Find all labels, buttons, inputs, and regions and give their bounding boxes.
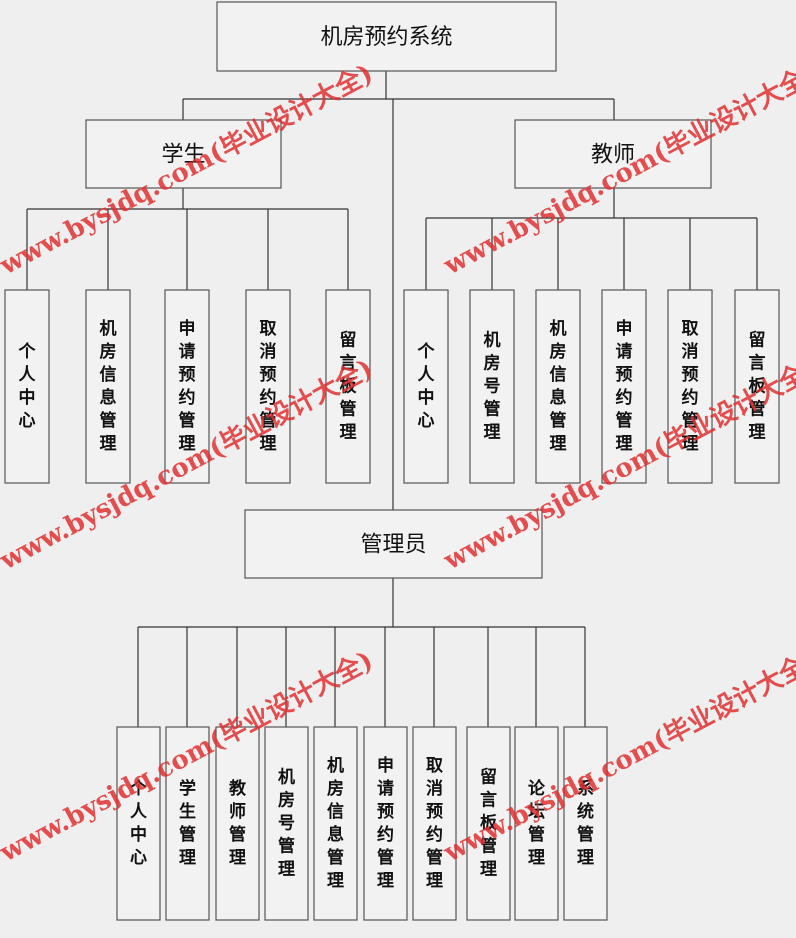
admin-leaf-label: 机房信息管理 [327,755,344,891]
admin-leaf-label: 系统管理 [577,779,594,868]
root-node: 机房预约系统 [216,1,557,72]
student-leaf: 留言板管理 [325,289,371,484]
admin-leaf: 学生管理 [165,726,210,921]
admin-leaf-box [563,726,608,921]
teacher-node: 教师 [514,119,712,189]
student-leaf-label: 申请预约管理 [179,318,196,454]
student-node: 学生 [85,119,282,189]
student-leaf: 个人中心 [4,289,50,484]
teacher-leaf: 机房号管理 [469,289,515,484]
admin-leaf-label: 留言板管理 [480,767,498,880]
admin-leaf-label: 论坛管理 [528,778,546,868]
teacher-leaf-label: 机房号管理 [484,330,501,443]
admin-node-label: 管理员 [360,533,426,558]
teacher-leaf: 申请预约管理 [601,289,647,484]
student-leaf: 取消预约管理 [245,289,291,484]
student-leaf: 申请预约管理 [164,289,210,484]
student-leaf-label: 机房信息管理 [100,318,117,454]
teacher-node-box [514,119,712,189]
teacher-leaf-label: 留言板管理 [749,330,767,443]
teacher-leaf-box [469,289,515,484]
student-leaf-box [4,289,50,484]
admin-leaf-box [514,726,559,921]
student-leaf-label: 留言板管理 [340,330,358,443]
teacher-leaf: 取消预约管理 [667,289,713,484]
admin-leaf-box [313,726,358,921]
student-leaf-box [164,289,210,484]
student-leaf-box [85,289,131,484]
student-leaf-label: 个人中心 [18,341,37,431]
admin-leaf-box [363,726,408,921]
admin-leaf-box [165,726,210,921]
admin-leaf-label: 学生管理 [179,778,196,868]
chart-nodes: 机房预约系统学生教师管理员个人中心机房信息管理申请预约管理取消预约管理留言板管理… [4,1,780,921]
admin-leaf: 论坛管理 [514,726,559,921]
student-leaf-box [325,289,371,484]
admin-leaf-label: 取消预约管理 [426,756,443,891]
teacher-leaf: 机房信息管理 [535,289,581,484]
student-node-label: 学生 [161,143,205,168]
teacher-leaf-box [667,289,713,484]
admin-leaf-label: 申请预约管理 [377,755,394,891]
teacher-leaf-label: 个人中心 [417,341,436,431]
teacher-leaf: 留言板管理 [734,289,780,484]
admin-node-box [244,509,543,579]
admin-leaf: 留言板管理 [466,726,511,921]
admin-leaf-label: 个人中心 [129,778,148,868]
admin-leaf: 个人中心 [116,726,161,921]
admin-node: 管理员 [244,509,543,579]
student-node-box [85,119,282,189]
admin-leaf-box [466,726,511,921]
watermark-text: www.bysjdq.com(毕业设计大全) [0,58,378,282]
watermark-text: www.bysjdq.com(毕业设计大全) [438,58,796,282]
teacher-leaf-box [535,289,581,484]
admin-leaf: 机房号管理 [264,726,309,921]
student-leaf: 机房信息管理 [85,289,131,484]
admin-leaf-box [412,726,457,921]
admin-leaf-box [116,726,161,921]
admin-leaf-box [215,726,260,921]
student-leaf-box [245,289,291,484]
teacher-leaf-label: 机房信息管理 [550,318,567,454]
teacher-node-label: 教师 [591,143,635,168]
admin-leaf-label: 教师管理 [228,778,247,868]
admin-leaf-box [264,726,309,921]
teacher-leaf-box [734,289,780,484]
teacher-leaf: 个人中心 [403,289,449,484]
admin-leaf: 教师管理 [215,726,260,921]
admin-leaf: 机房信息管理 [313,726,358,921]
admin-leaf: 系统管理 [563,726,608,921]
admin-leaf: 取消预约管理 [412,726,457,921]
teacher-leaf-label: 取消预约管理 [682,319,699,454]
student-leaf-label: 取消预约管理 [260,319,277,454]
root-node-label: 机房预约系统 [320,25,452,50]
admin-leaf-label: 机房号管理 [278,767,295,880]
teacher-leaf-label: 申请预约管理 [616,318,633,454]
connector-lines [26,71,758,727]
teacher-leaf-box [601,289,647,484]
admin-leaf: 申请预约管理 [363,726,408,921]
teacher-leaf-box [403,289,449,484]
root-node-box [216,1,557,72]
